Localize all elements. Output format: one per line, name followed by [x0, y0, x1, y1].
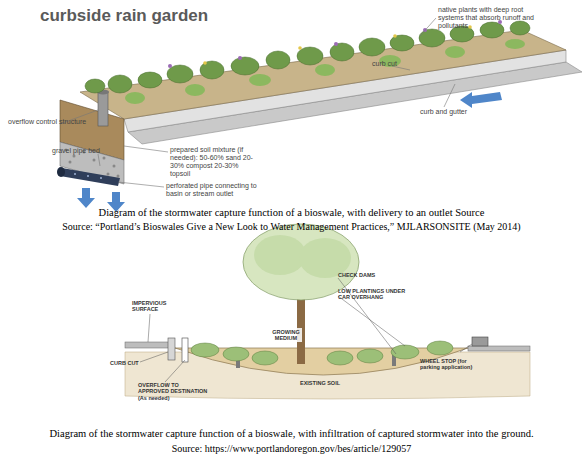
figure-caption: Diagram of the stormwater capture functi…	[10, 428, 573, 440]
part-label: curb cut	[372, 60, 412, 68]
part-label: LOW PLANTINGS UNDER CAR OVERHANG	[338, 288, 410, 301]
part-label: IMPERVIOUS SURFACE	[132, 300, 177, 313]
part-label: gravel pipe bed	[52, 147, 122, 155]
part-label: prepared soil mixture (if needed): 50-60…	[170, 146, 254, 178]
part-label: CURB CUT	[110, 360, 150, 366]
diagram-title: curbside rain garden	[40, 6, 240, 26]
rain-garden-illustration	[57, 18, 582, 212]
part-label: GROWING MEDIUM	[268, 329, 304, 342]
bioswale-section	[125, 224, 530, 399]
part-label: OVERFLOW TO APPROVED DESTINATION (As nee…	[138, 382, 208, 401]
part-label: EXISTING SOIL	[300, 380, 360, 386]
part-label: perforated pipe connecting to basin or s…	[166, 182, 258, 198]
part-label: overflow control structure	[8, 118, 98, 126]
figure-caption: Diagram of the stormwater capture functi…	[10, 207, 573, 219]
part-label: native plants with deep root systems tha…	[438, 6, 550, 30]
part-label: CHECK DAMS	[338, 272, 398, 278]
part-label: WHEEL STOP (for parking application)	[420, 358, 482, 371]
figure-source: Source: “Portland’s Bioswales Give a New…	[10, 221, 573, 233]
figure-source: Source: https://www.portlandoregon.gov/b…	[10, 443, 573, 455]
part-label: curb and gutter	[420, 108, 490, 116]
